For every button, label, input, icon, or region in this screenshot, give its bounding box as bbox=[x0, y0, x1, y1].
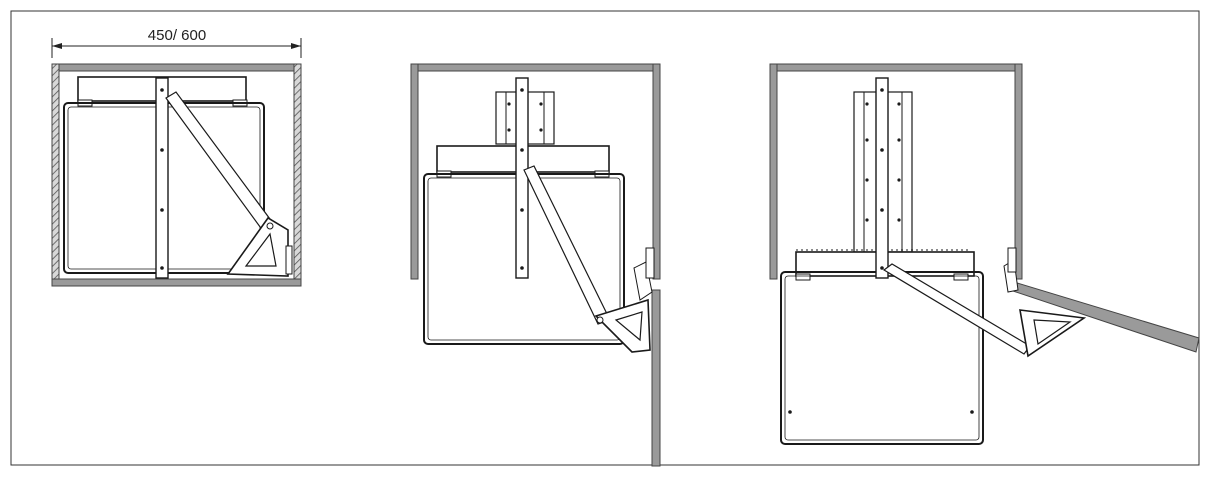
cabinet-top bbox=[410, 63, 661, 72]
cabinet-door bbox=[651, 289, 661, 467]
cabinet-top bbox=[769, 63, 1023, 72]
outer-frame bbox=[10, 10, 1200, 466]
panel-fully-open bbox=[769, 63, 1200, 445]
cabinet-bottom bbox=[51, 278, 302, 287]
hinge-bracket bbox=[226, 216, 293, 277]
cabinet-left-wall bbox=[769, 63, 778, 280]
vertical-post bbox=[515, 77, 529, 279]
width-dimension: 450/ 600 bbox=[51, 27, 302, 58]
panel-half-open bbox=[410, 63, 661, 467]
hinge-bracket bbox=[594, 247, 655, 353]
diagonal-arm bbox=[523, 165, 611, 325]
cabinet-left-wall bbox=[51, 63, 60, 280]
cabinet-top bbox=[51, 63, 302, 72]
vertical-post bbox=[875, 77, 889, 279]
dimension-label: 450/ 600 bbox=[148, 27, 206, 44]
hinge-bracket bbox=[1003, 247, 1087, 358]
cabinet-right-wall bbox=[293, 63, 302, 280]
panel-closed: 450/ 600 bbox=[51, 27, 302, 287]
cabinet-right-wall bbox=[1014, 63, 1023, 280]
basket bbox=[780, 271, 984, 445]
cabinet-left-wall bbox=[410, 63, 419, 280]
cabinet-right-wall bbox=[652, 63, 661, 280]
vertical-post bbox=[155, 77, 169, 279]
